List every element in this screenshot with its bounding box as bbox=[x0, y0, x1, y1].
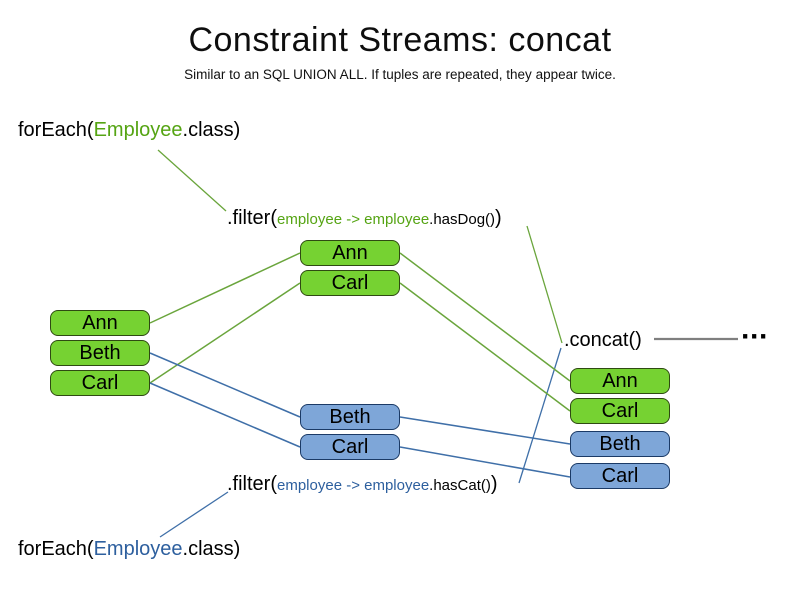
edge-dog-ann-to-result-ann bbox=[399, 252, 571, 382]
edge-cat-beth-to-result-beth bbox=[399, 416, 571, 445]
filter-cat-method: .filter( bbox=[227, 473, 277, 495]
continuation-ellipsis: ··· bbox=[741, 320, 769, 353]
edge-cat-carl-to-result-carl bbox=[399, 446, 571, 478]
edge-source-carl-to-dog-carl bbox=[149, 282, 301, 384]
source-box-ann: Ann bbox=[50, 310, 150, 336]
edge-source-carl-to-cat-carl bbox=[149, 382, 301, 448]
foreach-employee-dog-expression: forEach(Employee.class) bbox=[18, 119, 240, 142]
result-box-carl-dog: Carl bbox=[570, 398, 670, 424]
foreach-cat-suffix: .class) bbox=[182, 538, 241, 560]
filter-dog-call: .hasDog() bbox=[429, 211, 496, 228]
source-box-beth: Beth bbox=[50, 340, 150, 366]
edge-filter-cat-to-concat bbox=[518, 347, 562, 484]
filter-cat-lambda: employee -> employee bbox=[277, 477, 430, 494]
edge-source-beth-to-cat-beth bbox=[149, 352, 301, 418]
foreach-dog-classname: Employee bbox=[93, 119, 183, 141]
edge-filter-dog-to-concat bbox=[526, 225, 563, 344]
cat-filtered-box-carl: Carl bbox=[300, 434, 400, 460]
result-box-ann: Ann bbox=[570, 368, 670, 394]
page-title: Constraint Streams: concat bbox=[188, 21, 612, 59]
filter-dog-lambda: employee -> employee bbox=[277, 211, 430, 228]
foreach-dog-prefix: forEach( bbox=[18, 119, 94, 141]
edge-foreach-to-filter-cat bbox=[159, 491, 229, 538]
dog-filtered-box-carl: Carl bbox=[300, 270, 400, 296]
dog-filtered-box-ann: Ann bbox=[300, 240, 400, 266]
cat-filtered-box-beth: Beth bbox=[300, 404, 400, 430]
source-box-carl: Carl bbox=[50, 370, 150, 396]
foreach-dog-suffix: .class) bbox=[182, 119, 241, 141]
filter-hasdog-expression: .filter(employee -> employee.hasDog()) bbox=[227, 207, 502, 230]
page-subtitle: Similar to an SQL UNION ALL. If tuples a… bbox=[184, 67, 616, 82]
concat-expression: .concat() bbox=[564, 329, 642, 352]
filter-dog-method: .filter( bbox=[227, 207, 277, 229]
result-box-carl-cat: Carl bbox=[570, 463, 670, 489]
concat-label: .concat() bbox=[564, 329, 642, 351]
foreach-cat-prefix: forEach( bbox=[18, 538, 94, 560]
foreach-cat-classname: Employee bbox=[93, 538, 183, 560]
filter-dog-close: ) bbox=[495, 207, 502, 229]
filter-hascat-expression: .filter(employee -> employee.hasCat()) bbox=[227, 473, 498, 496]
result-box-beth: Beth bbox=[570, 431, 670, 457]
edge-foreach-to-filter-dog bbox=[157, 149, 227, 212]
filter-cat-call: .hasCat() bbox=[429, 477, 491, 494]
edge-source-ann-to-dog-ann bbox=[149, 252, 301, 324]
foreach-employee-cat-expression: forEach(Employee.class) bbox=[18, 538, 240, 561]
edge-dog-carl-to-result-carl bbox=[399, 282, 571, 412]
filter-cat-close: ) bbox=[490, 473, 498, 495]
